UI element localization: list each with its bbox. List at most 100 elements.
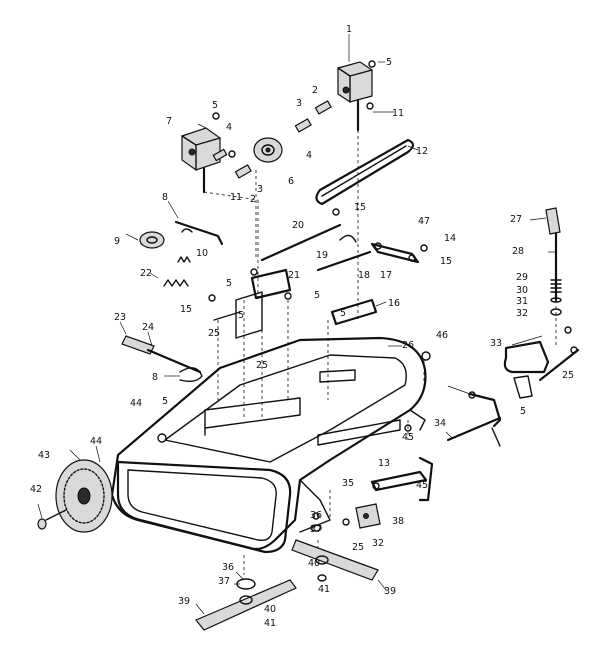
callout-20: 20 xyxy=(292,220,304,231)
pulley-9 xyxy=(139,231,165,249)
bracket-38 xyxy=(355,503,381,529)
callout-16: 16 xyxy=(388,298,400,309)
belt xyxy=(315,138,415,206)
callout-4b: 4 xyxy=(226,122,232,133)
lift-rod xyxy=(446,391,502,447)
nuts xyxy=(157,60,578,526)
callout-25c: 25 xyxy=(562,370,574,381)
callout-38: 38 xyxy=(392,516,404,527)
callout-32a: 32 xyxy=(516,308,528,319)
callout-36a: 36 xyxy=(310,510,322,521)
callout-8a: 8 xyxy=(162,192,168,203)
callout-32b: 32 xyxy=(372,538,384,549)
callouts: 1 2 2 3 3 4 4 5 5 5 5 5 5 5 5 6 7 8 8 9 … xyxy=(30,24,574,629)
callout-6: 6 xyxy=(288,176,294,187)
idler-arm xyxy=(174,220,224,246)
blade-lower xyxy=(195,579,297,631)
callout-44a: 44 xyxy=(130,398,142,409)
callout-36b: 36 xyxy=(222,562,234,573)
callout-9: 9 xyxy=(114,236,120,247)
callout-40b: 40 xyxy=(264,604,276,615)
mount-arm xyxy=(213,311,241,321)
callout-45b: 45 xyxy=(416,480,428,491)
callout-35: 35 xyxy=(342,478,354,489)
callout-39a: 39 xyxy=(384,586,396,597)
callout-24: 24 xyxy=(142,322,154,333)
callout-31: 31 xyxy=(516,296,528,307)
height-lever xyxy=(503,207,580,399)
callout-5b: 5 xyxy=(212,100,218,111)
callout-27: 27 xyxy=(510,214,522,225)
callout-7: 7 xyxy=(166,116,172,127)
callout-12: 12 xyxy=(416,146,428,157)
assembly-lines xyxy=(203,130,557,575)
callout-21: 21 xyxy=(288,270,300,281)
spring-22 xyxy=(163,279,189,287)
wheel xyxy=(37,459,113,533)
clip-17 xyxy=(339,234,357,243)
callout-33: 33 xyxy=(490,338,502,349)
callout-46: 46 xyxy=(436,330,448,341)
callout-41b: 41 xyxy=(264,618,276,629)
callout-47: 47 xyxy=(418,216,430,227)
callout-5c: 5 xyxy=(226,278,232,289)
callout-10: 10 xyxy=(196,248,208,259)
bracket-47 xyxy=(370,242,420,264)
callout-5h: 5 xyxy=(520,406,526,417)
callout-18: 18 xyxy=(358,270,370,281)
rod-20 xyxy=(260,223,342,262)
callout-15c: 15 xyxy=(180,304,192,315)
rod-19 xyxy=(316,250,372,272)
callout-5e: 5 xyxy=(238,310,244,321)
callout-25a: 25 xyxy=(208,328,220,339)
callout-3b: 3 xyxy=(257,184,263,195)
callout-40a: 40 xyxy=(308,558,320,569)
callout-25d: 25 xyxy=(352,542,364,553)
callout-11b: 11 xyxy=(230,192,242,203)
callout-28: 28 xyxy=(512,246,524,257)
callout-34: 34 xyxy=(434,418,446,429)
blade-upper xyxy=(291,539,379,581)
callout-3a: 3 xyxy=(296,98,302,109)
callout-42: 42 xyxy=(30,484,42,495)
callout-37b: 37 xyxy=(218,576,230,587)
callout-5g: 5 xyxy=(162,396,168,407)
callout-43: 43 xyxy=(38,450,50,461)
callout-1: 1 xyxy=(346,24,352,35)
callout-5d: 5 xyxy=(314,290,320,301)
callout-30: 30 xyxy=(516,285,528,296)
callout-23: 23 xyxy=(114,312,126,323)
callout-15b: 15 xyxy=(354,202,366,213)
callout-25b: 25 xyxy=(256,360,268,371)
callout-39b: 39 xyxy=(178,596,190,607)
pulley-6 xyxy=(253,137,283,163)
axle xyxy=(121,335,203,383)
gearbox-right xyxy=(337,61,373,132)
mower-deck xyxy=(110,336,427,554)
leader-lines xyxy=(37,34,556,615)
callout-14: 14 xyxy=(444,233,456,244)
callout-17: 17 xyxy=(380,270,392,281)
callout-44b: 44 xyxy=(90,436,102,447)
callout-37a: 37 xyxy=(310,524,322,535)
callout-19: 19 xyxy=(316,250,328,261)
callout-2b: 2 xyxy=(250,194,256,205)
couplers xyxy=(212,100,332,179)
callout-29: 29 xyxy=(516,272,528,283)
bracket-21 xyxy=(250,268,292,300)
callout-8b: 8 xyxy=(152,372,158,383)
callout-22: 22 xyxy=(140,268,152,279)
callout-4a: 4 xyxy=(306,150,312,161)
gearbox-left xyxy=(181,127,221,194)
callout-5f: 5 xyxy=(340,308,346,319)
callout-5a: 5 xyxy=(386,57,392,68)
callout-45a: 45 xyxy=(402,432,414,443)
callout-11a: 11 xyxy=(392,108,404,119)
bracket-16 xyxy=(330,298,378,326)
link-13 xyxy=(370,456,434,502)
spring-10 xyxy=(177,256,191,263)
callout-26: 26 xyxy=(402,340,414,351)
callout-41a: 41 xyxy=(318,584,330,595)
